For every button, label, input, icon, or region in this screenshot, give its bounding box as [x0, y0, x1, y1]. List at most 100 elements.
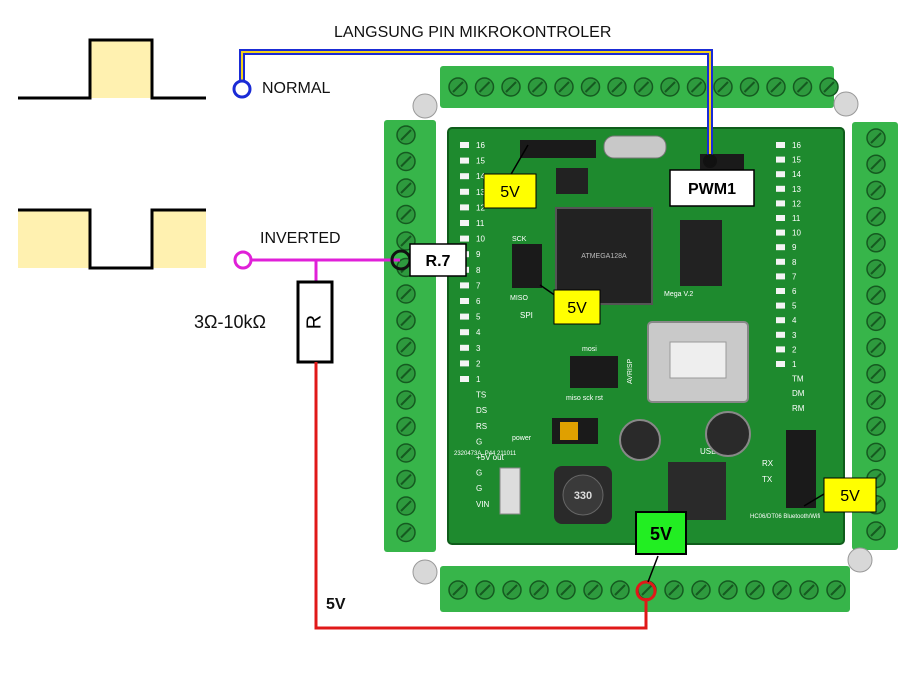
normal-waveform: [18, 38, 206, 100]
indicator-led: [460, 376, 469, 382]
callout-5v-right: 5V: [803, 477, 877, 513]
indicator-led: [460, 157, 469, 164]
power-wire-line: [314, 362, 648, 630]
terminal-screw-slot: [533, 584, 545, 596]
right-pin-label: 8: [792, 258, 797, 267]
indicator-led: [460, 142, 469, 148]
right-pin-label: DM: [792, 389, 805, 398]
r7-callout: R.7: [409, 243, 467, 277]
terminal-screw-slot: [400, 155, 412, 168]
terminal-screw-slot: [400, 288, 412, 300]
indicator-led: [776, 331, 785, 338]
crystal: [603, 135, 667, 159]
terminal-screw-slot: [611, 81, 623, 93]
pwm1-callout-box: [669, 169, 755, 207]
terminal-screw-slot: [558, 81, 570, 93]
mount-hole-br: [847, 547, 873, 573]
terminal-screw-slot: [400, 526, 412, 539]
power-wire-label: 5V: [326, 596, 346, 613]
inverted-fill-left: [18, 210, 90, 268]
inductor-label: 330: [574, 490, 592, 502]
left-pin-label: G: [476, 437, 482, 446]
terminal-screw-slot: [664, 81, 676, 93]
left-pin-label: 10: [476, 235, 485, 244]
callout-5v-top-box: [483, 173, 537, 209]
left-pin-label: 12: [476, 203, 485, 212]
indicator-led: [460, 235, 469, 242]
indicator-led: [776, 273, 785, 280]
terminal-screw-slot: [614, 584, 626, 596]
power-label: power: [512, 435, 532, 442]
terminal-screw-slot: [452, 584, 464, 596]
power-wire: [314, 362, 657, 630]
right-pin-label: 3: [792, 331, 797, 340]
terminal-screw-slot: [870, 184, 882, 197]
left-pin-label: 13: [476, 188, 485, 197]
indicator-led: [776, 258, 785, 265]
callout-5v-power: 5V: [635, 511, 687, 583]
terminal-screw-slot: [587, 584, 599, 596]
terminal-screw-slot: [478, 81, 491, 93]
terminal-screw-slot: [641, 584, 653, 596]
right-pin-label: 13: [792, 185, 801, 194]
sck-label: SCK: [512, 236, 527, 243]
left-pin-label: 11: [476, 219, 485, 228]
indicator-led: [776, 142, 785, 148]
isp-pins-label: miso sck rst: [566, 395, 603, 402]
indicator-led: [460, 344, 469, 351]
diagram-title: LANGSUNG PIN MIKROKONTROLER: [334, 24, 612, 41]
avrisp-label: AVRISP: [627, 359, 634, 384]
terminal-screw-slot: [870, 263, 882, 275]
callout-5v-spi-box: [553, 289, 601, 325]
terminal-screw-slot: [870, 446, 882, 459]
mount-hole-tr: [833, 91, 859, 117]
r7-callout-text: R.7: [426, 253, 451, 270]
terminal-screw-slot: [749, 584, 761, 596]
terminal-screw-slot: [400, 500, 412, 512]
terminal-screw-slot: [870, 368, 882, 380]
terminal-block-right: [852, 122, 898, 550]
mosi-label: mosi: [582, 346, 597, 353]
terminal-screw-slot: [823, 81, 835, 93]
indicator-led: [776, 244, 785, 251]
indicator-led: [776, 215, 785, 221]
right-pin-label: 5: [792, 302, 797, 311]
left-pin-label: 5: [476, 313, 481, 322]
terminal-screw-slot: [400, 473, 412, 486]
callout-5v-spi: 5V: [539, 284, 601, 325]
callout-5v-spi-text: 5V: [567, 300, 587, 317]
terminal-screw-slot: [452, 81, 464, 93]
left-pin-label: VIN: [476, 500, 490, 509]
terminal-screw-slot: [870, 315, 882, 328]
mount-hole-tl: [412, 93, 438, 119]
indicator-led: [776, 302, 785, 309]
terminal-screw-slot: [803, 584, 815, 596]
terminal-screw-slot: [717, 81, 729, 93]
regulator-ic-small: [556, 168, 588, 194]
left-pin-label: 4: [476, 328, 481, 337]
right-pin-label: 6: [792, 287, 797, 296]
right-pin-label: 10: [792, 229, 801, 238]
pwm1-pin-marker: [703, 154, 717, 168]
mcu-text: ATMEGA128A: [581, 253, 627, 260]
right-pin-label: 4: [792, 316, 797, 325]
callout-5v-spi-pointer: [539, 284, 557, 297]
inverted-terminal: [233, 250, 253, 270]
pwm1-callout-text: PWM1: [688, 181, 736, 198]
terminal-screw-slot: [870, 394, 882, 406]
rx-label: RX: [762, 459, 774, 468]
terminal-screw-slot: [695, 584, 707, 596]
resistor-value-label: 3Ω-10kΩ: [194, 312, 266, 332]
usb-serial-ic: [680, 220, 722, 286]
inverted-waveform: [18, 208, 206, 270]
r7-callout-box: [409, 243, 467, 277]
terminal-screw-slot: [690, 81, 703, 93]
terminal-screw-slot: [870, 420, 882, 432]
terminal-screw-slot: [400, 208, 412, 221]
left-pin-label: G: [476, 469, 482, 478]
resistor-symbol: R: [303, 315, 325, 329]
left-pin-label: 16: [476, 141, 485, 150]
terminal-screw-slot: [870, 237, 882, 249]
right-pin-label: 14: [792, 170, 801, 179]
